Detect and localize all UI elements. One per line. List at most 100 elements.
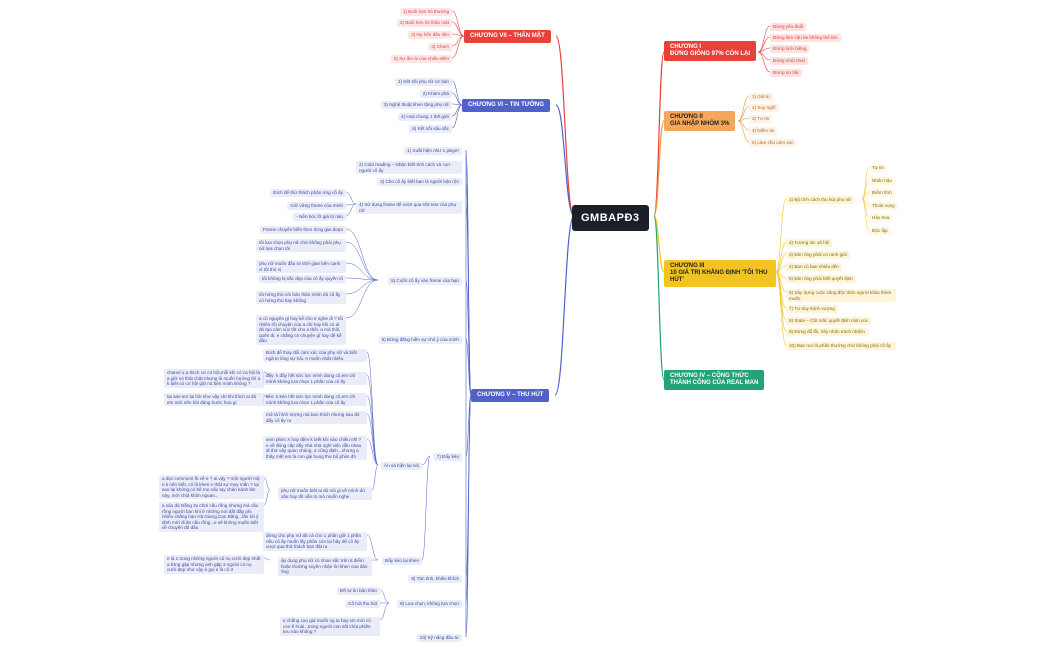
chapter-1-item-1[interactable]: Đừng yếu đuối	[770, 23, 807, 31]
connector-line	[379, 589, 390, 604]
chapter-2-item-1[interactable]: 1) Giá trị	[749, 93, 773, 101]
push-pull-note-2[interactable]: đẩy: k đẩy hết sức lực mình đang có,em c…	[263, 372, 367, 386]
chapter-7-item-2[interactable]: 2) Buổi hẹn hò thân mật	[396, 19, 452, 27]
connector-line	[757, 51, 771, 73]
chapter-6-node[interactable]: CHƯƠNG VI – TIN TƯỞNG	[462, 99, 550, 112]
chapter-5-item-4[interactable]: 4) Sử dụng frame để vượt qua shit test c…	[356, 201, 462, 215]
frame-note-3[interactable]: - Nên bóc lỡ giá trị nào	[293, 213, 346, 221]
connector-line	[861, 166, 870, 200]
push-pull-note-8[interactable]: áp dụng phụ nữ có nhan sắc trên 8 điểm h…	[278, 557, 372, 576]
push-pull-example-2[interactable]: tại sao em lại hỏi như vậy chỉ khi thích…	[164, 393, 264, 407]
chapter-5-item-9[interactable]: 9) Lựa chọn, không lựa chọn	[396, 600, 462, 608]
chapter-3-item-2[interactable]: 2) Tương tác xã hội	[786, 239, 833, 247]
chapter-7-item-3[interactable]: 3) Nụ hôn đầu tiên	[408, 31, 452, 39]
connector-line	[861, 179, 870, 200]
trait-2[interactable]: Nhân hậu	[869, 177, 895, 185]
chapter-7-node[interactable]: CHƯƠNG VII – THÂN MẬT	[464, 30, 551, 43]
root-node[interactable]: GMBAPĐ3	[572, 205, 649, 231]
chapter-3-item-4[interactable]: 4) Bạn có bao nhiêu tiền	[786, 263, 842, 271]
chapter-3-item-5[interactable]: 5) Đàn ông phải biết quyết định	[786, 275, 856, 283]
chapter-3-item-10[interactable]: 10) Bạn mơ là phần thưởng chứ không phải…	[786, 342, 896, 350]
trait-3[interactable]: Điềm tĩnh	[869, 189, 895, 197]
connector-line	[775, 198, 787, 273]
chapter-3-item-8[interactable]: 8) State – Cột mốc quyết định cảm xúc	[786, 317, 872, 325]
chapter-3-item-1[interactable]: 1) Bộ tính cách thu hút phụ nữ	[786, 196, 855, 204]
chapter-6-item-1[interactable]: 1) Kết nối phụ nữ cơ bản	[394, 78, 452, 86]
chapter-7-item-1[interactable]: 1) Buổi hẹn hò thường	[399, 8, 452, 16]
push-pull-branch-1[interactable]: Ăn và hiện lại nói	[381, 462, 422, 470]
chapter-7-item-4[interactable]: 4) Chạm	[428, 43, 452, 51]
chapter-3-item-9[interactable]: 9) Đừng đổ lỗi, hãy nhận trách nhiệm	[786, 328, 868, 336]
push-pull-note-1[interactable]: Đích để thay đổi cảm xúc của phụ nữ và b…	[263, 349, 367, 363]
trait-4[interactable]: Thoải vọng	[869, 202, 898, 210]
frame-note-2[interactable]: Giữ vững frame của mình	[287, 202, 346, 210]
connector-line	[451, 104, 463, 129]
frame-pull-note-1[interactable]: Frame chuyển biến theo từng giai đoạn	[259, 226, 346, 234]
chapter-5-item-6[interactable]: 6) Đừng đăng hiền sự chú ý của mình	[378, 336, 462, 344]
chapter-2-item-4[interactable]: 4) Niềm tin	[749, 127, 778, 135]
chapter-1-item-4[interactable]: Đừng nhút nhát	[770, 57, 808, 65]
choice-note-1[interactable]: Đỡ tự tin bận thân	[336, 587, 380, 595]
chapter-7-item-5[interactable]: 5) Sự ẩm ái của chiều đêm	[390, 55, 452, 63]
chapter-5-item-1[interactable]: 1) Xuất hiện như 1 player	[404, 147, 462, 155]
push-pull-example-4[interactable]: a vào đà Nẵng 3x chơi cầu rồng nhưng mà …	[159, 502, 264, 532]
trait-5[interactable]: Hào hoa	[869, 214, 893, 222]
push-pull-note-7[interactable]: đừng cho phụ nữ tất cả cho 1 phần giữ 1 …	[263, 532, 367, 551]
frame-pull-note-4[interactable]: tôi không bị sắc đẹp của cô ấy quyến rũ	[259, 275, 346, 283]
chapter-5-node[interactable]: CHƯƠNG V – THU HÚT	[471, 389, 550, 402]
choice-note-2[interactable]: Cô hút thu hút	[345, 600, 380, 608]
chapter-6-item-2[interactable]: 2) Khám phá	[419, 90, 452, 98]
chapter-5-item-3[interactable]: 3) Cho cô ấy biết bạn là người bận rộn	[377, 178, 462, 186]
push-pull-note-6[interactable]: phụ nữ muốn biết ai đó nói gì về mình dù…	[278, 487, 372, 501]
frame-pull-note-3[interactable]: phụ nữ muốn đầu tư thời gian bên cạnh vì…	[256, 260, 346, 274]
connector-line	[757, 36, 771, 53]
connector-line	[861, 198, 870, 231]
push-pull-note-3[interactable]: kéo: k kéo hết sức lực mình đang có,em c…	[263, 393, 367, 407]
trait-1[interactable]: Tự tin	[869, 164, 888, 172]
chapter-3-item-6[interactable]: 6) Xây dựng cuộc sống độc thân người khá…	[786, 289, 896, 303]
frame-pull-note-2[interactable]: tôi lựa chọn phụ nữ chứ không phải phụ n…	[256, 239, 346, 253]
trait-6[interactable]: Độc lập	[869, 227, 891, 235]
chapter-5-item-7[interactable]: 7) Đẩy kéo	[433, 453, 462, 461]
push-pull-note-4[interactable]: mở tả hình tượng mà bạn thích nhưng sau …	[263, 411, 367, 425]
chapter-6-item-3[interactable]: 3) Nghệ thuật khen tặng phụ nữ	[380, 101, 452, 109]
connector-line	[451, 92, 463, 106]
chapter-1-item-5[interactable]: Đừng sợ hãi	[770, 69, 802, 77]
edge-root-chapter-3	[653, 215, 665, 273]
connector-line	[345, 203, 357, 217]
chapter-2-item-5[interactable]: 5) Làm chủ cảm xúc	[749, 139, 797, 147]
connector-line	[451, 21, 465, 37]
connector-line	[465, 394, 472, 638]
chapter-2-item-2[interactable]: 2) Suy nghĩ	[749, 104, 779, 112]
chapter-1-node[interactable]: CHƯƠNG I ĐỪNG GIỐNG 97% CÒN LẠI	[664, 41, 756, 61]
chapter-3-item-7[interactable]: 7) Tự duy thịnh vượng	[786, 305, 838, 313]
push-pull-branch-2[interactable]: Đẩy kéo lại khen	[382, 557, 422, 565]
connector-line	[366, 438, 379, 466]
chapter-3-item-3[interactable]: 3) Đàn ông phải có ranh giới	[786, 251, 851, 259]
push-pull-example-5[interactable]: e là 1 trong những người có nụ cười đẹp …	[164, 555, 264, 574]
chapter-2-node[interactable]: CHƯƠNG II GIA NHẬP NHÓM 3%	[664, 111, 736, 131]
chapter-5-item-8[interactable]: 8) Tán tỉnh, khiêu khích	[408, 575, 462, 583]
edge-root-chapter-7	[555, 35, 575, 217]
chapter-5-item-2[interactable]: 2) Cold reading – Nhận biết tính cách và…	[356, 161, 462, 175]
chapter-5-item-10[interactable]: 10) Kỹ năng đầu tư	[416, 634, 462, 642]
connector-line	[451, 35, 465, 59]
chapter-6-item-4[interactable]: 4) Hoà chung 1 thế giới	[398, 113, 452, 121]
chapter-4-node[interactable]: CHƯƠNG IV – CỘNG THỨC THÀNH CÔNG CỦA REA…	[664, 370, 765, 390]
push-pull-note-5[interactable]: xem phim X hay đệm k biết khi nào chiều …	[263, 436, 367, 461]
push-pull-example-3[interactable]: a đọc comment fb về e ? ai vậy ? một ngư…	[159, 475, 264, 500]
connector-line	[263, 557, 271, 561]
edge-root-chapter-4	[653, 215, 665, 381]
frame-note-1[interactable]: Đích để thử thách phản ứng cô ấy	[270, 189, 346, 197]
chapter-5-item-5[interactable]: 5) Cuốn cô ấy vào frame của bạn	[388, 277, 462, 285]
choice-note-3[interactable]: e chẳng cao giá muốn ng ta hay xin mời c…	[280, 617, 380, 636]
chapter-3-node[interactable]: CHƯƠNG III 10 GIÁ TRỊ KHẲNG ĐỊNH 'TÔI TH…	[664, 260, 776, 287]
push-pull-example-1[interactable]: chanel u a thích cơ có hội,mỗi khi có ca…	[164, 369, 264, 388]
chapter-1-item-3[interactable]: Đừng lười biếng	[770, 45, 810, 53]
chapter-6-item-5[interactable]: 5) Kết nối sâu sắc	[409, 125, 452, 133]
chapter-2-item-3[interactable]: 3) Tự tin	[749, 115, 773, 123]
frame-pull-note-5[interactable]: tôi hứng thú với bản thân mình dù cô ấy …	[256, 291, 346, 305]
frame-pull-note-6[interactable]: a có nguyên gì hay kể cho e nghe đi ? tô…	[256, 315, 346, 345]
chapter-1-item-2[interactable]: Đừng làm cấu be không thể lớn	[770, 34, 841, 42]
